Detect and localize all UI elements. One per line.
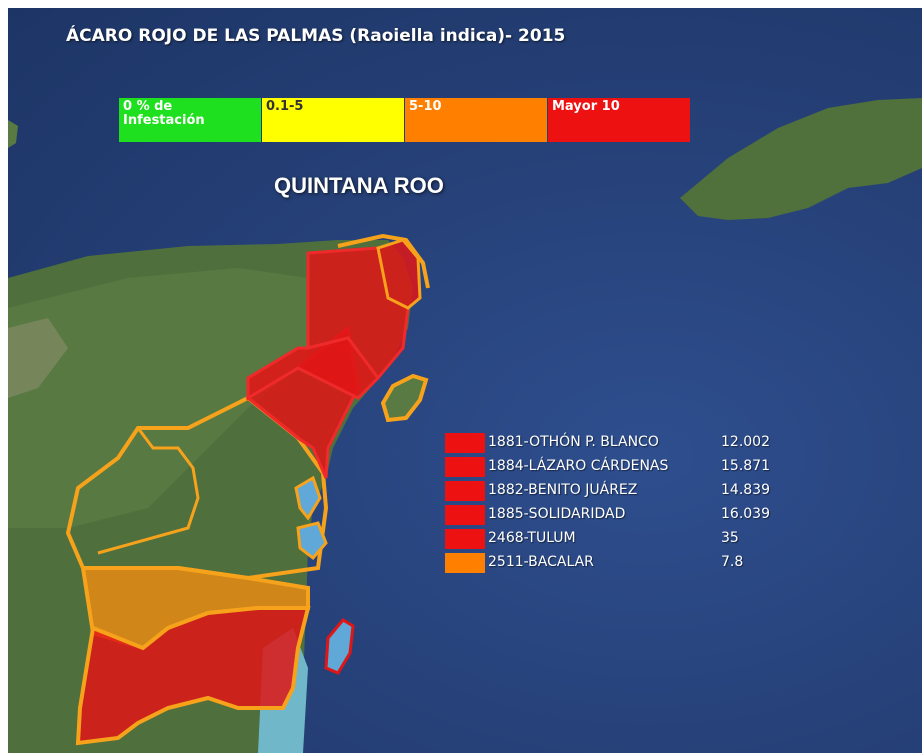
- legend-label: 0 % de Infestación: [123, 99, 205, 128]
- municipality-value: 15.871: [721, 458, 770, 474]
- lagoon-2: [296, 521, 328, 561]
- municipality-name: 2511-BACALAR: [488, 554, 594, 570]
- state-label: QUINTANA ROO: [274, 173, 444, 198]
- municipality-name: 1884-LÁZARO CÁRDENAS: [488, 458, 669, 474]
- lagoon-1: [294, 475, 322, 521]
- jose-maria-morelos-outline: [97, 427, 200, 555]
- felipe-carrillo-outline: [65, 395, 329, 581]
- land-texture-lighter: [8, 268, 308, 528]
- municipality-name: 1881-OTHÓN P. BLANCO: [488, 434, 659, 450]
- legend-label: Mayor 10: [552, 99, 620, 114]
- municipality-swatch: [445, 505, 485, 525]
- map-graphics: [8, 98, 922, 753]
- municipality-value: 16.039: [721, 506, 770, 522]
- legend-label: 0.1-5: [266, 99, 304, 114]
- legend-medium-infestation: 5-10: [405, 98, 547, 142]
- isla-juventud: [8, 120, 18, 148]
- legend-zero-infestation: 0 % de Infestación: [119, 98, 261, 142]
- municipality-value: 14.839: [721, 482, 770, 498]
- lazaro-cardenas-polygon: [246, 336, 380, 401]
- satellite-map[interactable]: ÁCARO ROJO DE LAS PALMAS (Raoiella indic…: [8, 8, 922, 753]
- legend-high-infestation: Mayor 10: [548, 98, 690, 142]
- cuba-island: [680, 98, 922, 220]
- map-title: ÁCARO ROJO DE LAS PALMAS (Raoiella indic…: [66, 26, 566, 46]
- legend-low-infestation: 0.1-5: [262, 98, 404, 142]
- municipality-swatch: [445, 481, 485, 501]
- municipality-swatch: [445, 433, 485, 453]
- municipality-name: 1882-BENITO JUÁREZ: [488, 482, 638, 498]
- municipality-value: 35: [721, 530, 739, 546]
- municipality-name: 1885-SOLIDARIDAD: [488, 506, 626, 522]
- othon-p-blanco-polygon: [75, 606, 311, 746]
- land-texture-dry: [8, 318, 68, 398]
- banco-chinchorro: [324, 618, 355, 675]
- municipality-swatch: [445, 457, 485, 477]
- isla-mujeres-outline: [337, 233, 430, 289]
- municipality-name: 2468-TULUM: [488, 530, 576, 546]
- municipality-value: 7.8: [721, 554, 744, 570]
- legend-label: 5-10: [409, 99, 442, 114]
- municipality-swatch: [445, 553, 485, 573]
- municipality-swatch: [445, 529, 485, 549]
- municipality-value: 12.002: [721, 434, 770, 450]
- cozumel-island: [380, 373, 429, 423]
